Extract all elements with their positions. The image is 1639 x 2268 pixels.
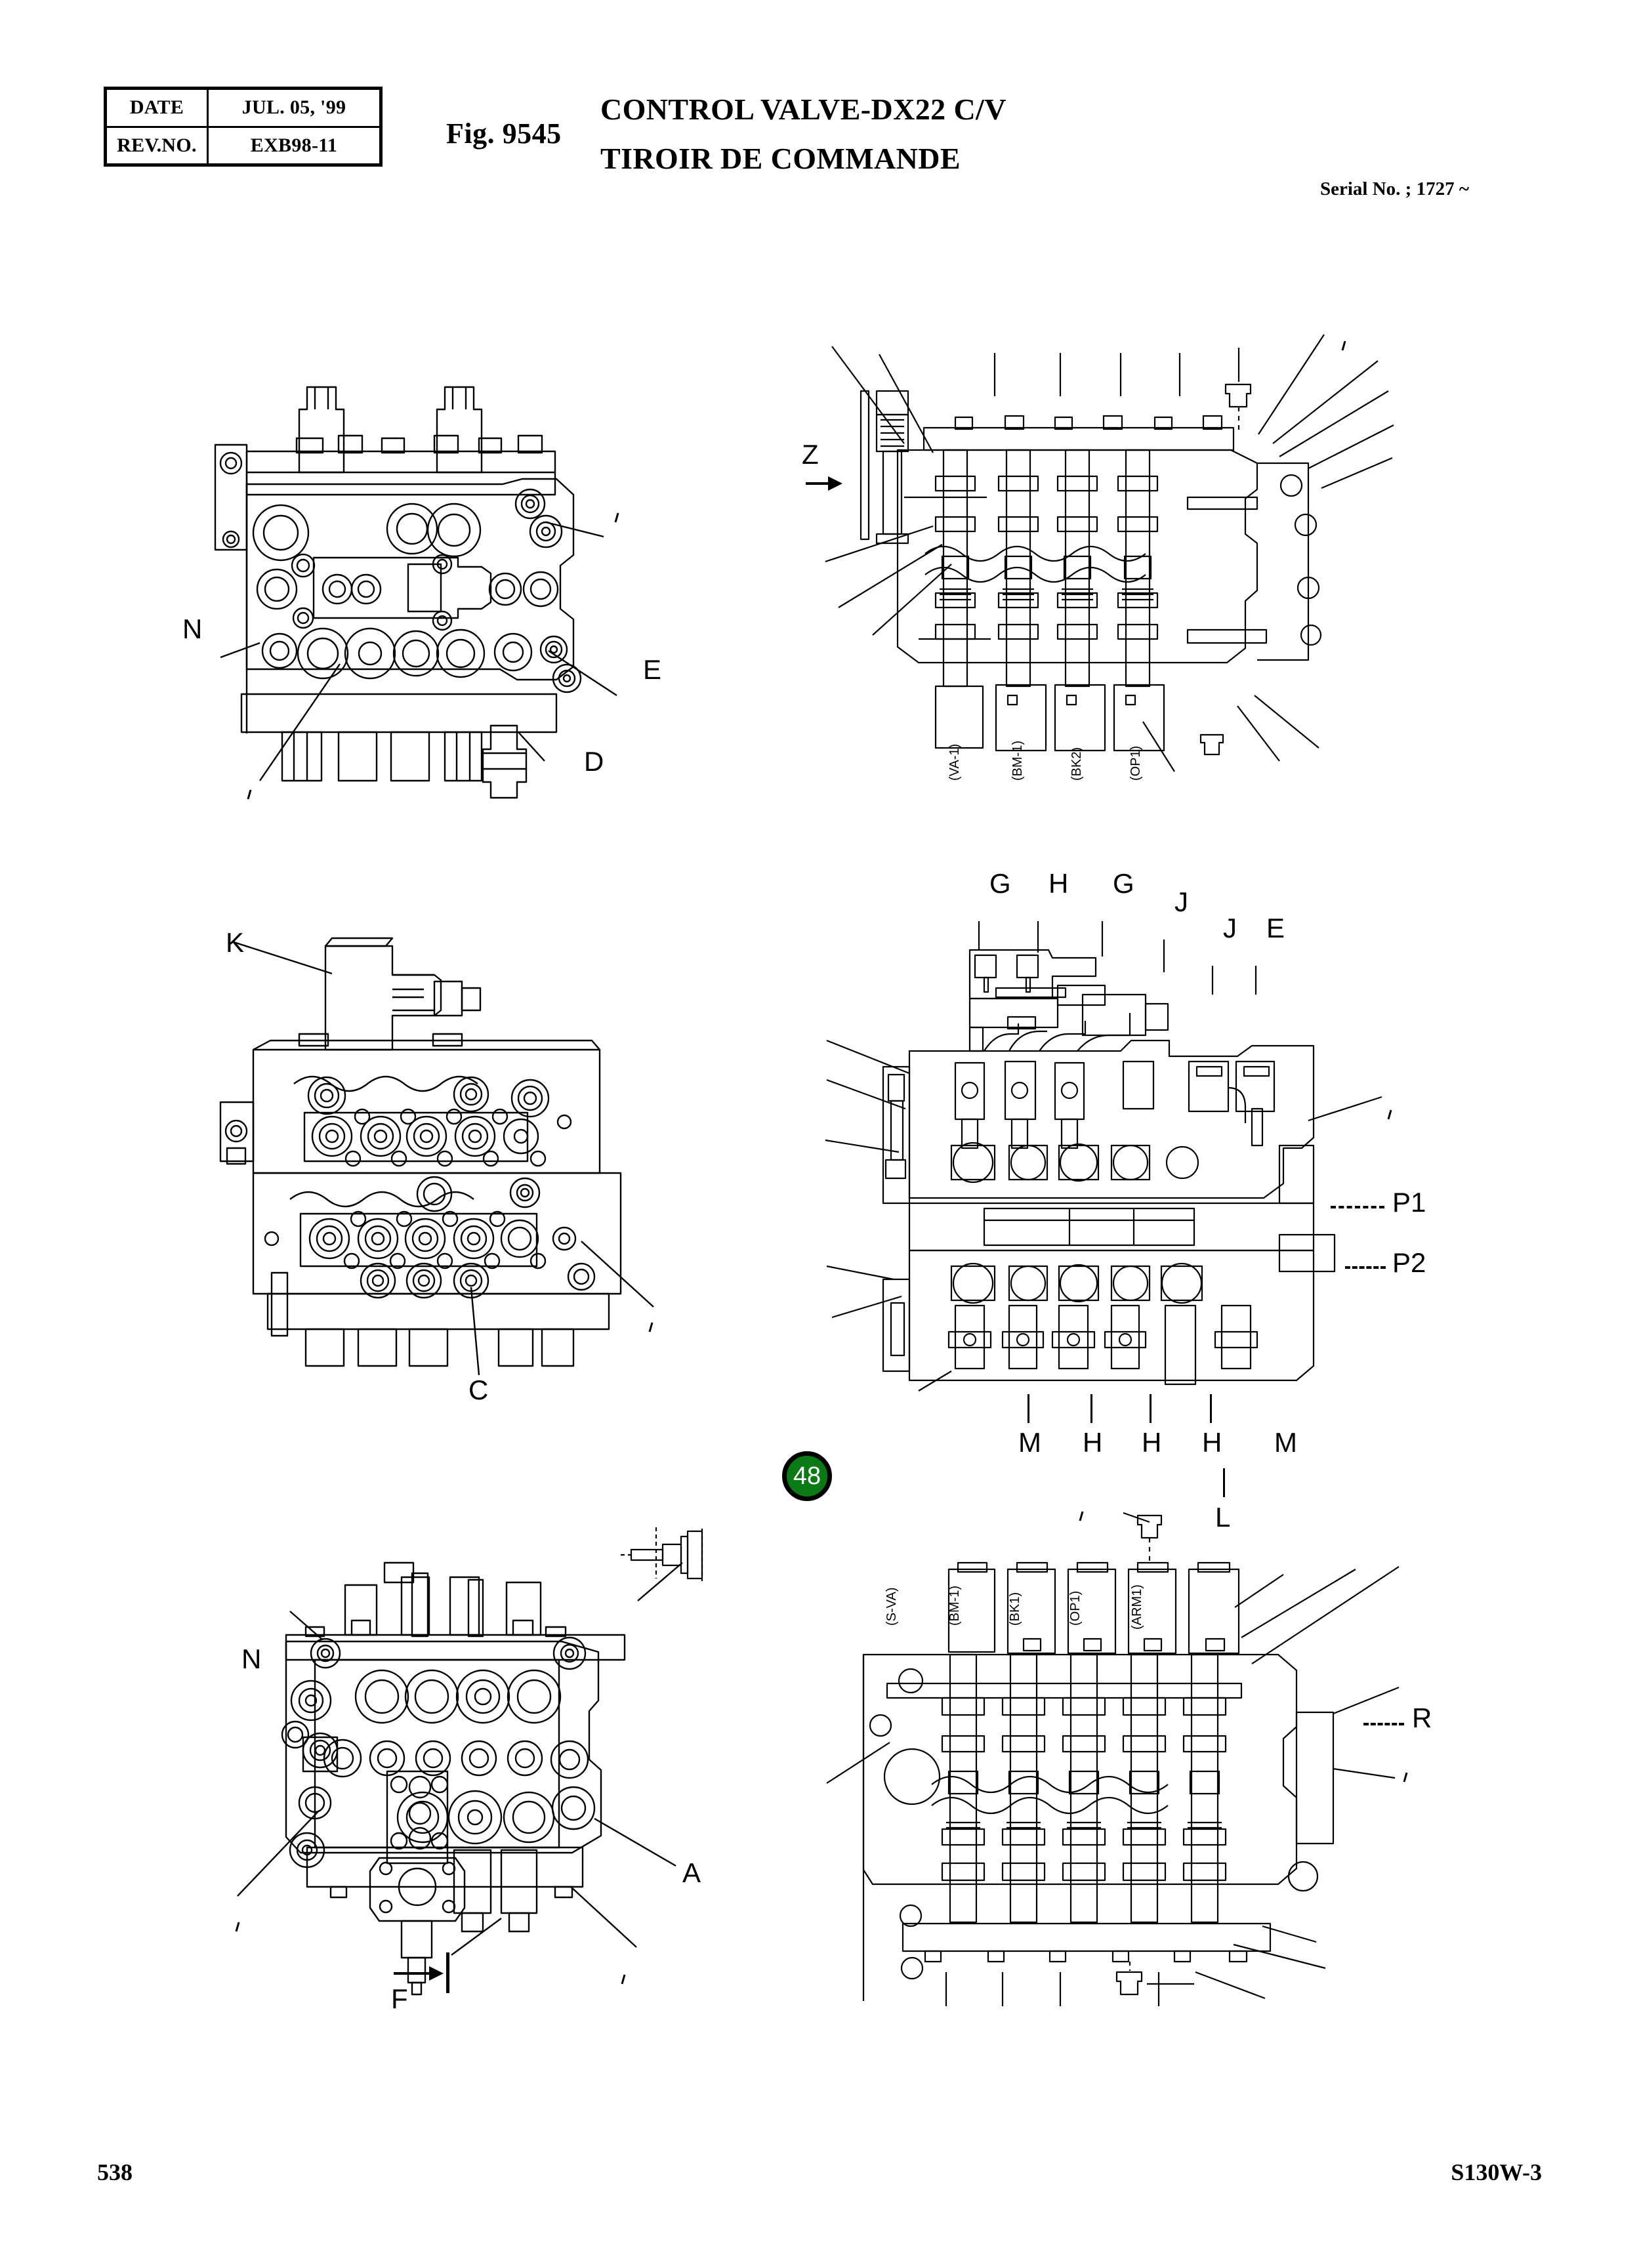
callout-m1-mid-right: M: [1018, 1427, 1041, 1458]
callout-r-bottom-right: R: [1412, 1702, 1432, 1733]
figure-number: Fig. 9545: [446, 117, 562, 150]
page-title-english: CONTROL VALVE-DX22 C/V: [600, 93, 1006, 126]
callout-k-mid-left: K: [226, 927, 245, 958]
port-tag-bk1: (BK1): [1008, 1592, 1022, 1626]
port-tag-bm1-br: (BM-1): [947, 1585, 962, 1626]
item-balloon-48[interactable]: 48: [782, 1451, 832, 1501]
callout-e-mid-right: E: [1266, 913, 1285, 943]
page-number: 538: [97, 2159, 133, 2185]
callout-m2-mid-right: M: [1274, 1427, 1297, 1458]
revno-label-cell: REV.NO.: [107, 127, 209, 163]
port-tag-op1-br: (OP1): [1068, 1590, 1083, 1626]
leader-tick-l: [1223, 1468, 1225, 1497]
callout-g1-mid-right: G: [989, 868, 1011, 899]
callout-n-bottom-left: N: [241, 1643, 262, 1674]
callout-n-top-left: N: [182, 613, 203, 644]
date-value-cell: JUL. 05, '99: [209, 90, 379, 126]
callout-p2: P2: [1392, 1247, 1426, 1278]
callout-c-mid-left: C: [468, 1374, 489, 1405]
callout-h2-mid-right: H: [1142, 1427, 1162, 1458]
callout-d-top-left: D: [584, 746, 604, 777]
date-label: DATE: [129, 96, 184, 119]
figure-mid-left: [217, 905, 702, 1378]
leader-tick-m1: [1027, 1394, 1029, 1423]
view-arrow-label-f: F: [391, 1983, 408, 2014]
callout-p1: P1: [1392, 1187, 1426, 1218]
model-code: S130W-3: [1451, 2159, 1542, 2185]
leader-tick-h2: [1150, 1394, 1151, 1423]
port-tag-bm1: (BM-1): [1010, 740, 1025, 781]
callout-h1-mid-right: H: [1083, 1427, 1103, 1458]
table-row: DATE JUL. 05, '99: [107, 90, 379, 128]
leader-r: [1363, 1723, 1404, 1725]
view-arrow-label-z: Z: [802, 439, 819, 470]
figure-top-right: [820, 328, 1398, 787]
leader-tick-h1: [1090, 1394, 1092, 1423]
port-tag-s-va: (S-VA): [884, 1587, 899, 1626]
view-arrow-f-bar: [446, 1952, 449, 1993]
leader-p1: [1331, 1206, 1384, 1208]
date-value: JUL. 05, '99: [241, 96, 346, 119]
view-arrow-f-head: [429, 1966, 444, 1981]
revno-value-cell: EXB98-11: [209, 128, 379, 164]
revision-table: DATE JUL. 05, '99 REV.NO. EXB98-11: [104, 87, 383, 167]
view-arrow-z-line: [806, 482, 828, 485]
callout-j1-mid-right: J: [1174, 886, 1188, 917]
revno-label: REV.NO.: [117, 134, 197, 156]
figure-bottom-right: [826, 1509, 1408, 2008]
balloon-number: 48: [793, 1462, 821, 1490]
view-arrow-z-head: [828, 476, 842, 491]
callout-a-bottom-left: A: [682, 1857, 701, 1888]
table-row: REV.NO. EXB98-11: [107, 127, 379, 164]
port-tag-va1: (VA-1): [947, 743, 962, 781]
callout-h-mid-right: H: [1048, 868, 1069, 899]
figure-bottom-left: [223, 1522, 748, 1996]
callout-l-mid-right: L: [1215, 1502, 1231, 1533]
port-tag-op1: (OP1): [1129, 745, 1143, 781]
callout-e-top-left: E: [643, 654, 662, 685]
figure-top-left: [151, 367, 650, 800]
callout-g2-mid-right: G: [1113, 868, 1134, 899]
callout-h3-mid-right: H: [1202, 1427, 1222, 1458]
serial-number-note: Serial No. ; 1727 ~: [1320, 178, 1469, 199]
leader-p2: [1345, 1266, 1386, 1269]
figure-mid-right: [820, 912, 1398, 1397]
port-tag-bk2: (BK2): [1069, 747, 1084, 781]
page-title-french: TIROIR DE COMMANDE: [600, 142, 961, 175]
callout-j2-mid-right: J: [1223, 913, 1237, 943]
view-arrow-f-line: [394, 1972, 429, 1975]
leader-tick-h3: [1210, 1394, 1212, 1423]
port-tag-arm1: (ARM1): [1130, 1584, 1144, 1630]
date-label-cell: DATE: [107, 90, 209, 126]
revno-value: EXB98-11: [250, 134, 338, 156]
